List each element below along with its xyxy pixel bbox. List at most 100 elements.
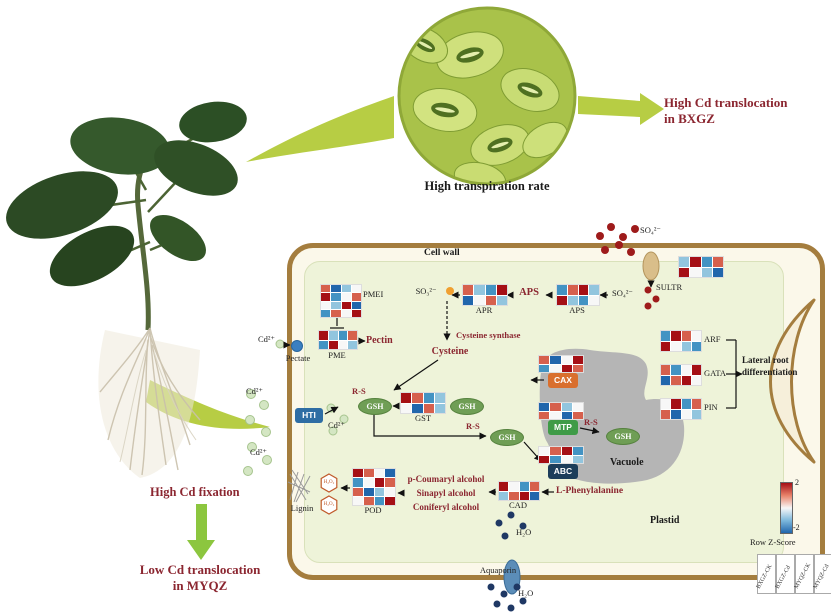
pectin-label: Pectin bbox=[366, 335, 393, 346]
zscore-title: Row Z-Score bbox=[750, 537, 796, 547]
label-gata: GATA bbox=[704, 368, 726, 378]
low-translocation-line1: Low Cd translocation bbox=[139, 562, 261, 577]
label-pmei: PMEI bbox=[363, 289, 384, 299]
heatmap-sultr bbox=[678, 256, 724, 278]
zscore-gradient-bar bbox=[780, 482, 793, 534]
cd-label-3: Cd²⁺ bbox=[250, 447, 267, 457]
sample-label-box: MYQZ-Cd bbox=[812, 554, 831, 594]
hti-transporter: HTI bbox=[295, 408, 323, 423]
phenylalanine-label: L-Phenylalanine bbox=[556, 486, 624, 496]
gsh-ellipse-vacuole: GSH bbox=[606, 428, 640, 445]
lateral-root-shape bbox=[769, 298, 816, 464]
heatmap-gst bbox=[400, 392, 446, 414]
heatmap-gata bbox=[660, 364, 702, 386]
leaf bbox=[49, 225, 135, 287]
cadmium-dots-outside bbox=[243, 339, 285, 476]
h2o2-hexagons bbox=[320, 473, 338, 515]
cysteine-label: Cysteine bbox=[431, 346, 469, 357]
leaf bbox=[150, 214, 206, 262]
sulfate-dots-inside bbox=[644, 286, 660, 310]
sinapyl-label: Sinapyl alcohol bbox=[416, 488, 476, 498]
transpiration-caption: High transpiration rate bbox=[424, 179, 550, 193]
leaf bbox=[154, 140, 238, 196]
zscore-min: -2 bbox=[793, 523, 800, 532]
heatmap-pmei bbox=[320, 284, 362, 318]
mtp-transporter: MTP bbox=[548, 420, 578, 435]
plant-photo bbox=[6, 101, 247, 478]
arrow-stomata-to-translocation bbox=[578, 93, 664, 125]
label-sultr: SULTR bbox=[656, 282, 683, 292]
heatmap-apr bbox=[462, 284, 508, 306]
label-pme: PME bbox=[328, 350, 346, 360]
cysteine-synthase-label: Cysteine synthase bbox=[456, 330, 521, 340]
label-apr: APR bbox=[475, 305, 493, 315]
gsh-ellipse-3: GSH bbox=[490, 429, 524, 446]
root-mass bbox=[98, 330, 200, 478]
stomata-micrograph bbox=[397, 6, 577, 186]
water-dots-outside bbox=[487, 583, 527, 612]
sample-label: BXGZ-Cd bbox=[774, 564, 792, 590]
low-translocation-line2: in MYQZ bbox=[172, 578, 228, 593]
high-translocation-line2: in BXGZ bbox=[664, 111, 715, 126]
label-aps-gene: APS bbox=[569, 305, 585, 315]
leaf bbox=[6, 171, 118, 239]
heatmap-abc bbox=[538, 446, 584, 464]
plastid-label: Plastid bbox=[650, 515, 680, 526]
cax-transporter: CAX bbox=[548, 373, 578, 388]
sample-label: MYQZ-Cd bbox=[812, 563, 831, 590]
sulfate-label-inside: SO₄²⁻ bbox=[612, 288, 633, 298]
sample-label-box: BXGZ-CK bbox=[755, 554, 776, 594]
h2o2-label-2: H₂O₂ bbox=[323, 502, 335, 507]
cd-label-1: Cd²⁺ bbox=[258, 334, 275, 344]
arrow-plant-to-stomata bbox=[246, 96, 394, 162]
sulfite-dot bbox=[446, 287, 454, 295]
heatmap-pod bbox=[352, 468, 396, 506]
water-dots-inside bbox=[495, 511, 527, 540]
cd-label-4: Cd²⁺ bbox=[328, 420, 345, 430]
sulfite-label: SO₃²⁻ bbox=[415, 286, 437, 296]
label-pod: POD bbox=[364, 505, 382, 515]
coniferyl-label: Coniferyl alcohol bbox=[412, 502, 480, 512]
label-gst: GST bbox=[414, 413, 432, 423]
rs-label-2: R-S bbox=[466, 421, 480, 431]
leaf bbox=[179, 101, 247, 143]
sample-label-box: BXGZ-Cd bbox=[774, 554, 795, 594]
h2o2-label-1: H₂O₂ bbox=[323, 480, 335, 485]
pectate-dot bbox=[291, 340, 303, 352]
zscore-max: 2 bbox=[795, 478, 799, 487]
lignin-fibers bbox=[287, 469, 311, 503]
arrow-fixation-down bbox=[187, 504, 215, 560]
heatmap-aps bbox=[556, 284, 600, 306]
aquaporin-label: Aquaporin bbox=[479, 565, 517, 575]
heatmap-cax bbox=[538, 355, 584, 373]
heatmap-cad bbox=[498, 481, 540, 501]
h2o-label-outside: H₂O bbox=[518, 588, 534, 598]
sulfate-label-outside: SO₄²⁻ bbox=[640, 225, 661, 235]
h2o-label-inside: H₂O bbox=[516, 527, 532, 537]
heatmap-pin bbox=[660, 398, 702, 420]
label-cad: CAD bbox=[509, 500, 527, 510]
cd-label-2: Cd²⁺ bbox=[246, 386, 263, 396]
lateral-root-line1: Lateral root bbox=[742, 355, 789, 365]
coumaryl-label: p-Coumaryl alcohol bbox=[407, 474, 485, 484]
heatmap-mtp bbox=[538, 402, 584, 420]
label-arf: ARF bbox=[704, 334, 721, 344]
rs-label-1: R-S bbox=[352, 386, 366, 396]
gsh-ellipse-2: GSH bbox=[450, 398, 484, 415]
heatmap-arf bbox=[660, 330, 702, 352]
abc-transporter: ABC bbox=[548, 464, 578, 479]
high-translocation-line1: High Cd translocation bbox=[664, 95, 788, 110]
heatmap-pme bbox=[318, 330, 358, 350]
leaf bbox=[70, 117, 170, 175]
stoma bbox=[414, 37, 543, 153]
cell-wall-label: Cell wall bbox=[424, 248, 460, 258]
aps-metabolite-label: APS bbox=[519, 287, 539, 298]
petioles bbox=[103, 134, 199, 256]
label-pin: PIN bbox=[704, 402, 718, 412]
sample-label: BXGZ-CK bbox=[755, 563, 774, 590]
sample-label-box: MYQZ-CK bbox=[794, 554, 814, 594]
sultr-channel bbox=[642, 251, 660, 281]
vacuole-label: Vacuole bbox=[610, 457, 644, 468]
